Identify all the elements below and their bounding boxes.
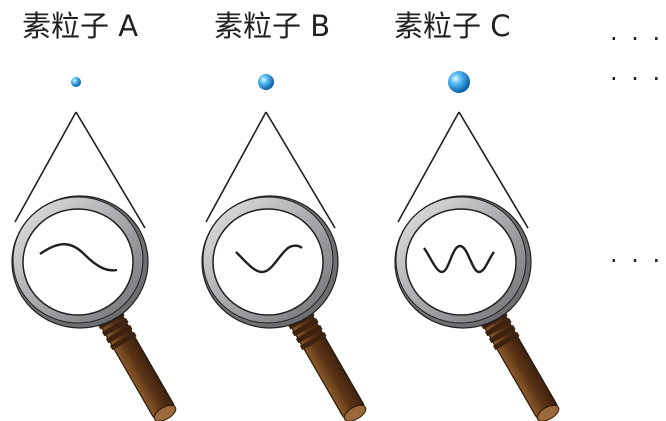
- ellipsis-particles: . . . .: [610, 58, 666, 86]
- particle-group-a: 素粒子 A: [11, 9, 177, 421]
- magnifier-b: [201, 111, 367, 421]
- ellipsis-waves: . . . .: [610, 240, 666, 268]
- ellipsis-labels: . . . .: [610, 18, 666, 46]
- particle-group-b: 素粒子 B: [201, 9, 367, 421]
- particle-dot-c: [448, 71, 470, 93]
- magnifier-a: [11, 111, 177, 421]
- particle-dot-b: [258, 74, 274, 90]
- particle-label-c: 素粒子 C: [394, 9, 510, 43]
- wave-a: [39, 243, 118, 272]
- particle-dot-a: [71, 77, 81, 87]
- particle-group-c: 素粒子 C: [394, 9, 560, 421]
- particle-label-b: 素粒子 B: [214, 9, 330, 43]
- wave-c: [423, 244, 495, 274]
- particle-label-a: 素粒子 A: [22, 9, 138, 43]
- magnifier-c: [394, 111, 560, 421]
- wave-b: [235, 244, 303, 274]
